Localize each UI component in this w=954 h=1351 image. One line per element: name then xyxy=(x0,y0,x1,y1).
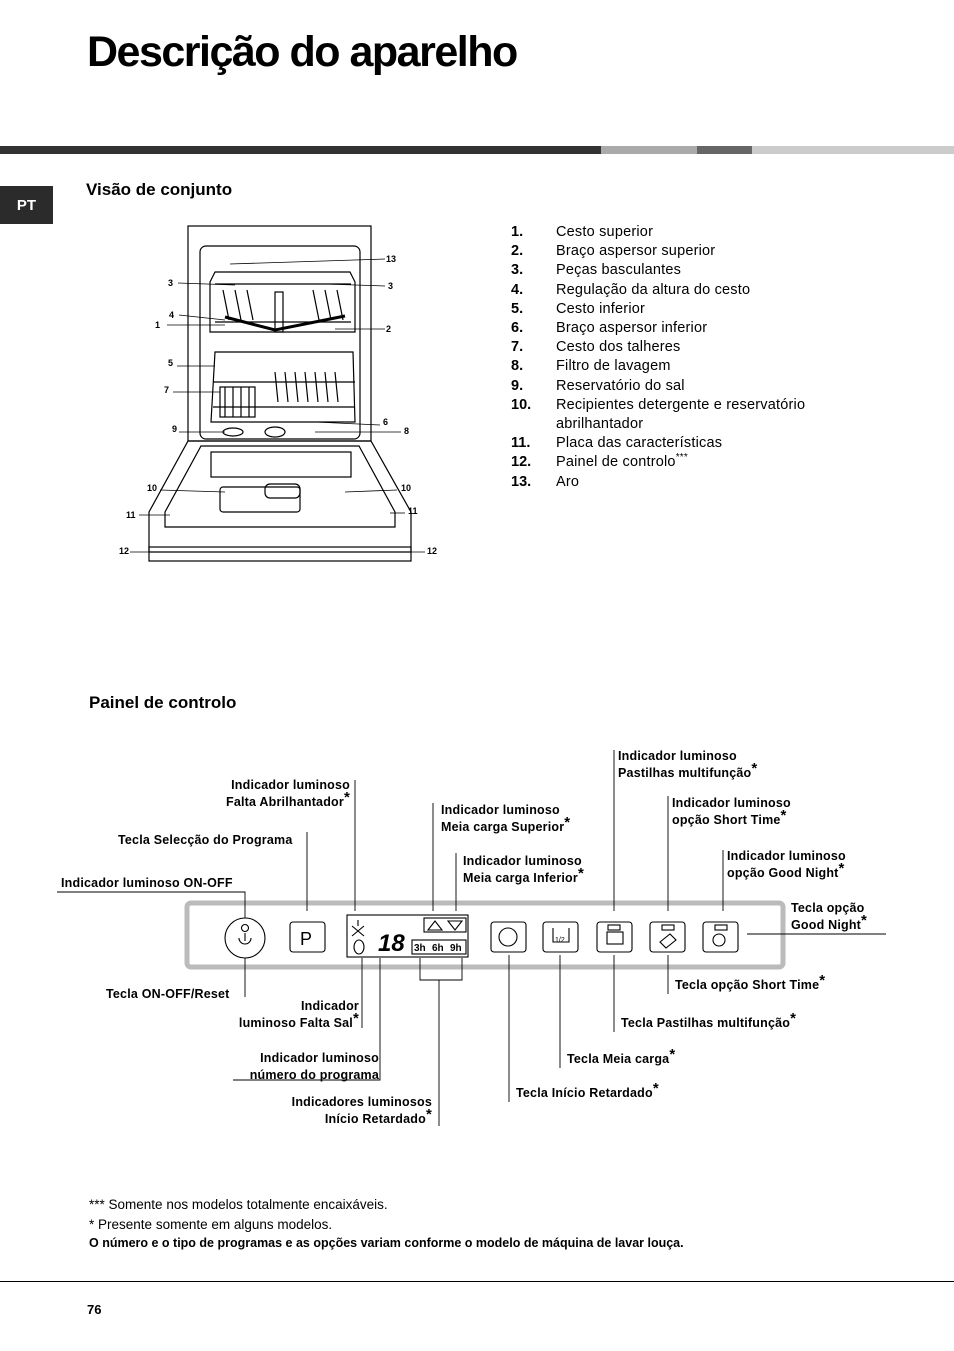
callout-12-left: 12 xyxy=(119,546,129,556)
callout-13: 13 xyxy=(386,254,396,264)
callout-8: 8 xyxy=(404,426,409,436)
callout-7: 7 xyxy=(164,385,169,395)
label-tecla-pastilhas: Tecla Pastilhas multifunção* xyxy=(621,1010,797,1030)
parts-list: 1.Cesto superior 2.Braço aspersor superi… xyxy=(511,223,841,492)
list-item: 5.Cesto inferior xyxy=(511,300,646,317)
footnotes: *** Somente nos modelos totalmente encai… xyxy=(89,1195,684,1254)
footnote-star: * Presente somente em alguns modelos. xyxy=(89,1216,333,1232)
language-tab: PT xyxy=(0,186,53,224)
label-tecla-short-time: Tecla opção Short Time* xyxy=(675,972,826,992)
list-item: 10.Recipientes detergente e reservatório… xyxy=(511,396,806,433)
list-item: 1.Cesto superior xyxy=(511,224,654,240)
callout-1: 1 xyxy=(155,320,160,330)
header-rule-pale xyxy=(752,146,954,154)
list-item: 2.Braço aspersor superior xyxy=(511,243,716,260)
callout-11-right: 11 xyxy=(408,506,418,516)
delay-indicator-6h: 6h xyxy=(432,943,444,954)
list-item: 6.Braço aspersor inferior xyxy=(511,320,708,337)
list-item: 9.Reservatório do sal xyxy=(511,377,685,394)
delay-indicator-9h: 9h xyxy=(450,943,462,954)
list-item: 8.Filtro de lavagem xyxy=(511,358,671,375)
callout-10-left: 10 xyxy=(147,483,157,493)
callout-9: 9 xyxy=(172,424,177,434)
page-title: Descrição do aparelho xyxy=(87,28,518,76)
footer-rule xyxy=(0,1281,954,1282)
callout-10-right: 10 xyxy=(401,483,411,493)
label-ind-on-off: Indicador luminoso ON-OFF xyxy=(61,876,233,890)
label-tecla-on-off: Tecla ON-OFF/Reset xyxy=(106,987,230,1001)
program-key-label: P xyxy=(300,929,312,949)
label-tecla-meia-carga: Tecla Meia carga* xyxy=(567,1046,676,1066)
callout-11-left: 11 xyxy=(126,510,136,520)
callout-3-right: 3 xyxy=(388,281,393,291)
dishwasher-diagram: 13 3 3 4 1 2 5 7 6 9 8 10 10 11 11 12 12 xyxy=(119,225,437,562)
header-rule-dark xyxy=(0,146,601,154)
list-item: 13.Aro xyxy=(511,473,580,490)
callout-4: 4 xyxy=(169,310,174,320)
callout-6: 6 xyxy=(383,417,388,427)
control-panel-diagram: P 18 3h 6h 9h 1/2 xyxy=(57,750,886,1126)
list-item: 12.Painel de controlo*** xyxy=(511,452,688,471)
callout-2: 2 xyxy=(386,324,391,334)
list-item: 4.Regulação da altura do cesto xyxy=(511,281,751,298)
footnote-triple-star: *** Somente nos modelos totalmente encai… xyxy=(89,1197,388,1212)
footnote-variation: O número e o tipo de programas e as opçõ… xyxy=(89,1236,684,1250)
header-rule-light xyxy=(601,146,697,154)
label-tecla-selecao: Tecla Selecção do Programa xyxy=(118,833,293,847)
callout-12-right: 12 xyxy=(427,546,437,556)
list-item: 3.Peças basculantes xyxy=(511,262,682,279)
half-load-symbol: 1/2 xyxy=(555,937,565,944)
callout-3-left: 3 xyxy=(168,278,173,288)
list-item: 7.Cesto dos talheres xyxy=(511,339,681,356)
list-item: 11.Placa das características xyxy=(511,435,723,452)
section-title-overview: Visão de conjunto xyxy=(86,180,233,199)
program-number-display: 18 xyxy=(378,930,405,957)
section-title-control-panel: Painel de controlo xyxy=(89,693,237,712)
page-number: 76 xyxy=(87,1302,102,1317)
header-rule-mid xyxy=(697,146,752,154)
label-tecla-inicio-retardado: Tecla Início Retardado* xyxy=(516,1080,659,1100)
delay-indicator-3h: 3h xyxy=(414,943,426,954)
callout-5: 5 xyxy=(168,358,173,368)
